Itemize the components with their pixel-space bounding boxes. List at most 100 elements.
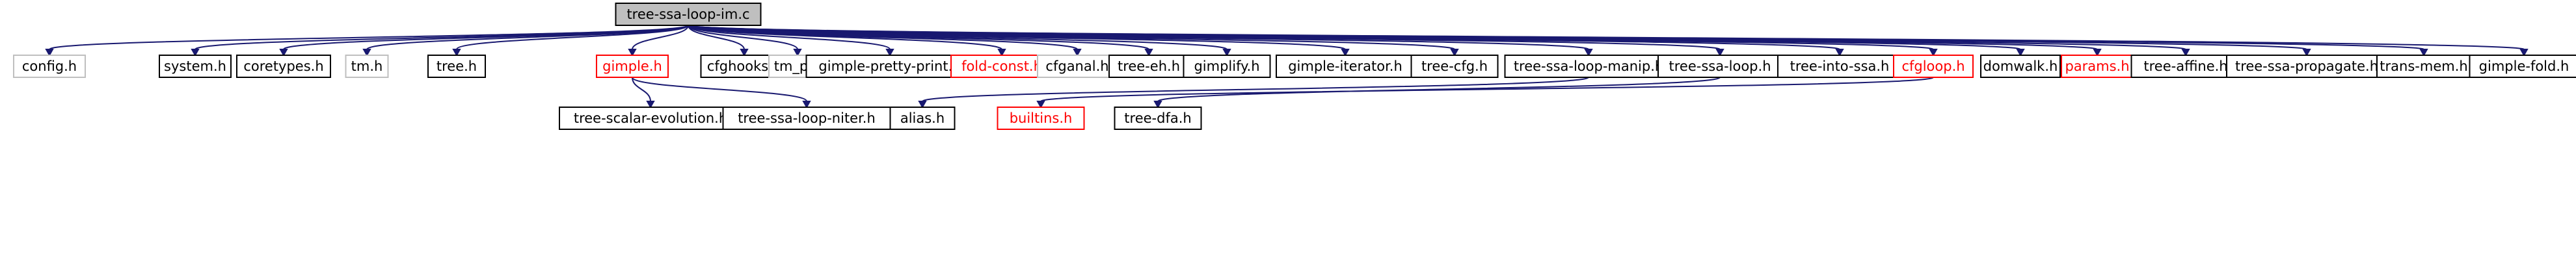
edge-arrowhead xyxy=(2519,49,2529,57)
node-box xyxy=(159,55,232,78)
node-box xyxy=(889,107,956,130)
edge-arrowhead xyxy=(2181,49,2190,57)
header-node-tree-h[interactable]: tree.h xyxy=(427,55,486,78)
node-label: gimple-fold.h xyxy=(2479,58,2569,74)
header-node-system-h[interactable]: system.h xyxy=(159,55,232,78)
edge-arrowhead xyxy=(45,49,54,57)
edge-line xyxy=(456,25,689,50)
header-node-config-h[interactable]: config.h xyxy=(13,55,86,78)
edge-arrowhead xyxy=(1835,49,1844,57)
node-label: cfganal.h xyxy=(1045,58,1108,74)
header-node-tree-ssa-loop-im-c[interactable]: tree-ssa-loop-im.c xyxy=(615,3,762,26)
edge-arrowhead xyxy=(997,49,1006,57)
header-node-domwalk-h[interactable]: domwalk.h xyxy=(1980,55,2061,78)
header-node-tree-into-ssa-h[interactable]: tree-into-ssa.h xyxy=(1777,55,1902,78)
header-node-gimple-pretty-print-h[interactable]: gimple-pretty-print.h xyxy=(805,55,974,78)
node-label: coretypes.h xyxy=(243,58,323,74)
edge-line xyxy=(195,25,689,50)
edge-arrowhead xyxy=(1153,101,1162,109)
edge-arrowhead xyxy=(1144,49,1153,57)
node-box xyxy=(950,55,1053,78)
node-label: builtins.h xyxy=(1010,110,1073,126)
edge-arrowhead xyxy=(646,101,655,109)
node-box xyxy=(2061,55,2134,78)
header-node-gimple-fold-h[interactable]: gimple-fold.h xyxy=(2469,55,2576,78)
edge-line xyxy=(688,25,2525,50)
node-box xyxy=(2226,55,2387,78)
edge-arrowhead xyxy=(1584,49,1593,57)
node-box xyxy=(1980,55,2061,78)
header-node-coretypes-h[interactable]: coretypes.h xyxy=(236,55,331,78)
node-label: cfgloop.h xyxy=(1901,58,1965,74)
edge-line xyxy=(688,25,891,50)
header-node-gimplify-h[interactable]: gimplify.h xyxy=(1183,55,1271,78)
edge-arrowhead xyxy=(362,49,371,57)
node-label: gimple-iterator.h xyxy=(1288,58,1402,74)
edge-arrowhead xyxy=(2419,49,2428,57)
edge-line xyxy=(49,25,689,50)
header-node-gimple-h[interactable]: gimple.h xyxy=(596,55,669,78)
include-edge-n6-n27 xyxy=(632,77,811,109)
edge-arrowhead xyxy=(191,49,200,57)
include-edges xyxy=(45,25,2529,109)
node-label: domwalk.h xyxy=(1983,58,2058,74)
edge-arrowhead xyxy=(2016,49,2025,57)
header-nodes: tree-ssa-loop-im.c config.h system.h corety… xyxy=(13,3,2576,130)
edge-arrowhead xyxy=(1222,49,1231,57)
node-box xyxy=(997,107,1085,130)
header-node-tree-dfa-h[interactable]: tree-dfa.h xyxy=(1114,107,1202,130)
header-node-fold-const-h[interactable]: fold-const.h xyxy=(950,55,1053,78)
header-node-trans-mem-h[interactable]: trans-mem.h xyxy=(2376,55,2471,78)
edge-arrowhead xyxy=(2302,49,2311,57)
header-node-cfgloop-h[interactable]: cfgloop.h xyxy=(1893,55,1974,78)
edge-line xyxy=(688,25,798,50)
header-node-gimple-iterator-h[interactable]: gimple-iterator.h xyxy=(1276,55,1415,78)
header-node-tm-h[interactable]: tm.h xyxy=(345,55,389,78)
node-label: tm.h xyxy=(351,58,383,74)
header-node-tree-ssa-propagate-h[interactable]: tree-ssa-propagate.h xyxy=(2226,55,2387,78)
node-label: tree-eh.h xyxy=(1118,58,1180,74)
header-node-tree-affine-h[interactable]: tree-affine.h xyxy=(2130,55,2241,78)
node-label: gimplify.h xyxy=(1194,58,1259,74)
edge-line xyxy=(632,77,651,102)
edge-arrowhead xyxy=(1036,101,1045,109)
node-label: tree-ssa-loop-manip.h xyxy=(1514,58,1663,74)
node-box xyxy=(1037,55,1118,78)
edge-line xyxy=(1157,77,1721,102)
header-node-tree-ssa-loop-h[interactable]: tree-ssa-loop.h xyxy=(1657,55,1782,78)
node-box xyxy=(236,55,331,78)
node-label: gimple.h xyxy=(602,58,662,74)
node-box xyxy=(1893,55,1974,78)
edge-arrowhead xyxy=(740,49,749,57)
node-label: trans-mem.h xyxy=(2380,58,2467,74)
edge-arrowhead xyxy=(1450,49,1459,57)
node-label: config.h xyxy=(22,58,77,74)
node-label: tree.h xyxy=(436,58,477,74)
header-node-tree-ssa-loop-niter-h[interactable]: tree-ssa-loop-niter.h xyxy=(722,107,891,130)
node-box xyxy=(722,107,891,130)
header-node-cfganal-h[interactable]: cfganal.h xyxy=(1037,55,1118,78)
include-edge-n6-n26 xyxy=(632,77,655,109)
node-box xyxy=(2469,55,2576,78)
edge-line xyxy=(1040,77,1934,102)
edge-arrowhead xyxy=(1073,49,1082,57)
include-edge-n17-n30 xyxy=(1153,77,1721,109)
edge-arrowhead xyxy=(1341,49,1350,57)
header-node-tree-scalar-evolution-h[interactable]: tree-scalar-evolution.h xyxy=(559,107,742,130)
header-node-tree-cfg-h[interactable]: tree-cfg.h xyxy=(1410,55,1499,78)
node-box xyxy=(427,55,486,78)
header-node-params-h[interactable]: params.h xyxy=(2061,55,2134,78)
node-label: tree-into-ssa.h xyxy=(1790,58,1890,74)
header-node-tree-eh-h[interactable]: tree-eh.h xyxy=(1108,55,1189,78)
header-node-tree-ssa-loop-manip-h[interactable]: tree-ssa-loop-manip.h xyxy=(1504,55,1673,78)
node-label: tree-ssa-loop-niter.h xyxy=(738,110,876,126)
node-box xyxy=(615,3,762,26)
edge-line xyxy=(688,25,745,50)
header-node-builtins-h[interactable]: builtins.h xyxy=(997,107,1085,130)
node-box xyxy=(13,55,86,78)
edge-line xyxy=(366,25,689,50)
edge-line xyxy=(632,77,807,102)
header-node-alias-h[interactable]: alias.h xyxy=(889,107,956,130)
include-edge-n16-n28 xyxy=(918,77,1589,109)
